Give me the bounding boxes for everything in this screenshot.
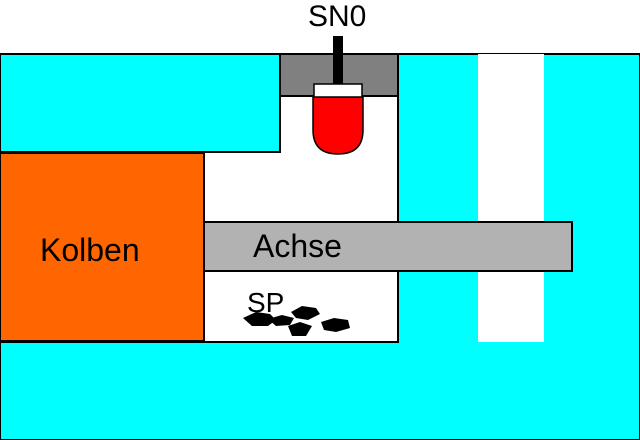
sensor-collar xyxy=(313,83,363,99)
particles-label: SP xyxy=(247,287,285,318)
particle xyxy=(268,315,294,326)
axle-label: Achse xyxy=(253,228,342,264)
piston-label: Kolben xyxy=(40,232,140,268)
vertical-slot xyxy=(478,54,544,342)
particle xyxy=(321,318,350,332)
sensor-stem xyxy=(333,36,343,86)
axle-bar xyxy=(203,221,573,272)
particles xyxy=(243,306,350,336)
particle xyxy=(291,306,320,320)
sensor-head xyxy=(312,96,364,155)
sensor-label: SN0 xyxy=(308,0,367,33)
piston-block xyxy=(0,152,205,342)
particle xyxy=(288,322,312,336)
particle xyxy=(243,312,276,326)
